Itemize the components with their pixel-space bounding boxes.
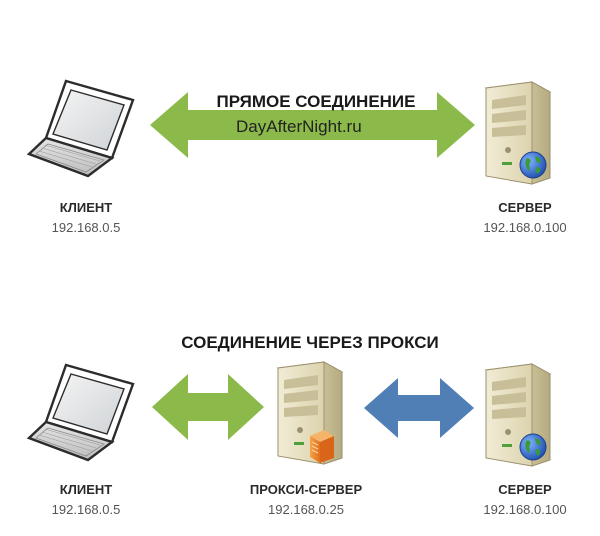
direct-title: ПРЯМОЕ СОЕДИНЕНИЕ xyxy=(216,92,416,111)
proxy-target-server-name: СЕРВЕР xyxy=(498,482,552,497)
proxy-server-ip: 192.168.0.25 xyxy=(268,502,344,517)
proxy-client xyxy=(26,360,136,465)
direct-client xyxy=(26,76,136,181)
globe-icon xyxy=(518,432,548,462)
proxy-client-name: КЛИЕНТ xyxy=(59,482,113,497)
proxy-title: СОЕДИНЕНИЕ ЧЕРЕЗ ПРОКСИ xyxy=(181,333,439,352)
client-proxy-arrow xyxy=(152,374,264,440)
direct-server xyxy=(474,78,554,188)
proxy-target-server xyxy=(474,360,554,470)
proxy-badge-icon xyxy=(306,428,336,464)
direct-client-name: КЛИЕНТ xyxy=(59,200,113,215)
laptop-icon xyxy=(26,76,136,181)
direct-arrow xyxy=(150,92,475,158)
proxy-client-ip: 192.168.0.5 xyxy=(51,502,121,517)
proxy-server xyxy=(266,358,346,468)
proxy-server-name: ПРОКСИ-СЕРВЕР xyxy=(249,482,363,497)
globe-icon xyxy=(518,150,548,180)
direct-server-name: СЕРВЕР xyxy=(498,200,552,215)
direct-client-ip: 192.168.0.5 xyxy=(51,220,121,235)
laptop-icon xyxy=(26,360,136,465)
direct-server-ip: 192.168.0.100 xyxy=(483,220,567,235)
proxy-target-server-ip: 192.168.0.100 xyxy=(483,502,567,517)
proxy-server-arrow xyxy=(364,378,474,438)
watermark: DayAfterNight.ru xyxy=(236,117,362,136)
